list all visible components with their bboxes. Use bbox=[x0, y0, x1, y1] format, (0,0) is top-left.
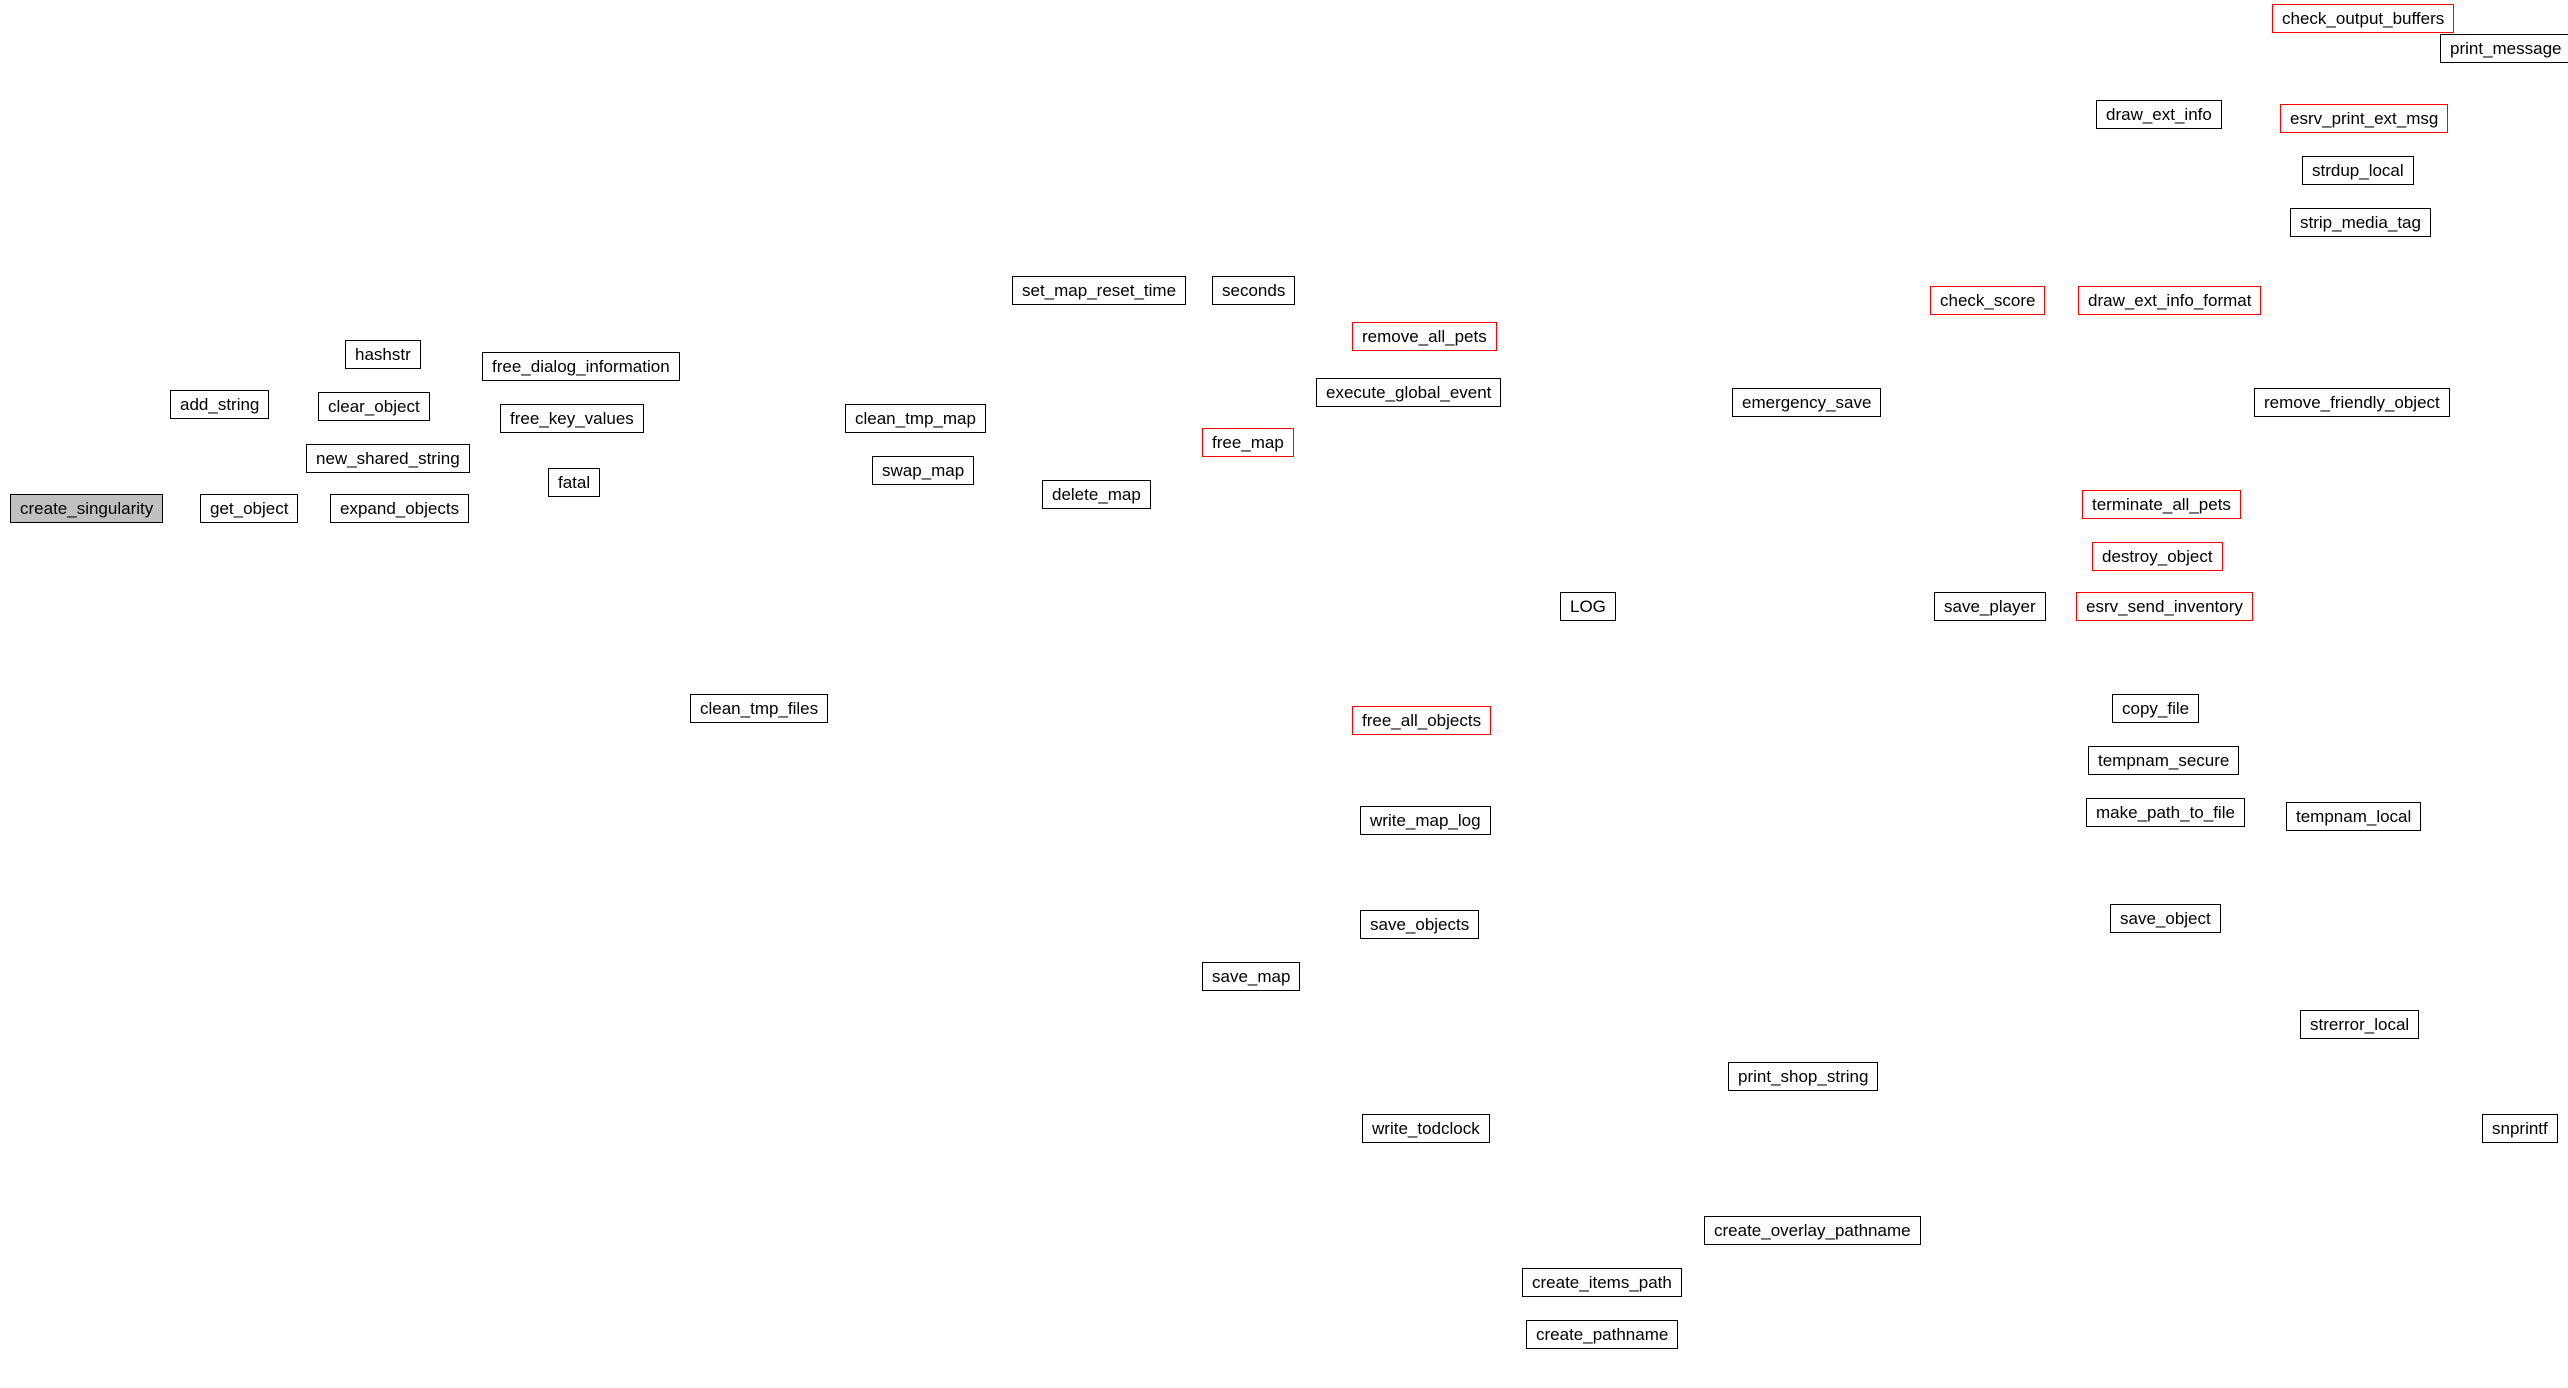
node-terminate_all_pets[interactable]: terminate_all_pets bbox=[2082, 490, 2241, 520]
node-hashstr[interactable]: hashstr bbox=[345, 340, 421, 370]
node-LOG[interactable]: LOG bbox=[1560, 592, 1616, 622]
node-free_map[interactable]: free_map bbox=[1202, 428, 1294, 458]
node-print_shop_string[interactable]: print_shop_string bbox=[1728, 1062, 1879, 1092]
node-save_objects[interactable]: save_objects bbox=[1360, 910, 1480, 940]
node-free_all_objects[interactable]: free_all_objects bbox=[1352, 706, 1492, 736]
node-seconds[interactable]: seconds bbox=[1212, 276, 1296, 306]
node-copy_file[interactable]: copy_file bbox=[2112, 694, 2200, 724]
node-add_string[interactable]: add_string bbox=[170, 390, 270, 420]
node-fatal[interactable]: fatal bbox=[548, 468, 601, 498]
node-tempnam_secure[interactable]: tempnam_secure bbox=[2088, 746, 2240, 776]
node-get_object[interactable]: get_object bbox=[200, 494, 299, 524]
node-remove_all_pets[interactable]: remove_all_pets bbox=[1352, 322, 1497, 352]
node-create_items_path[interactable]: create_items_path bbox=[1522, 1268, 1682, 1298]
node-esrv_send_inventory[interactable]: esrv_send_inventory bbox=[2076, 592, 2253, 622]
node-write_map_log[interactable]: write_map_log bbox=[1360, 806, 1491, 836]
node-strip_media_tag[interactable]: strip_media_tag bbox=[2290, 208, 2431, 238]
node-set_map_reset_time[interactable]: set_map_reset_time bbox=[1012, 276, 1187, 306]
node-expand_objects[interactable]: expand_objects bbox=[330, 494, 470, 524]
node-snprintf[interactable]: snprintf bbox=[2482, 1114, 2558, 1144]
node-free_key_values[interactable]: free_key_values bbox=[500, 404, 644, 434]
node-strdup_local[interactable]: strdup_local bbox=[2302, 156, 2414, 186]
node-save_player[interactable]: save_player bbox=[1934, 592, 2046, 622]
node-esrv_print_ext_msg[interactable]: esrv_print_ext_msg bbox=[2280, 104, 2449, 134]
node-draw_ext_info[interactable]: draw_ext_info bbox=[2096, 100, 2222, 130]
node-write_todclock[interactable]: write_todclock bbox=[1362, 1114, 1490, 1144]
node-make_path_to_file[interactable]: make_path_to_file bbox=[2086, 798, 2245, 828]
node-execute_global_event[interactable]: execute_global_event bbox=[1316, 378, 1502, 408]
node-clean_tmp_map[interactable]: clean_tmp_map bbox=[845, 404, 986, 434]
node-remove_friendly_object[interactable]: remove_friendly_object bbox=[2254, 388, 2450, 418]
node-strerror_local[interactable]: strerror_local bbox=[2300, 1010, 2420, 1040]
node-print_message[interactable]: print_message bbox=[2440, 34, 2568, 64]
node-clear_object[interactable]: clear_object bbox=[318, 392, 430, 422]
node-create_pathname[interactable]: create_pathname bbox=[1526, 1320, 1679, 1350]
node-destroy_object[interactable]: destroy_object bbox=[2092, 542, 2223, 572]
node-swap_map[interactable]: swap_map bbox=[872, 456, 975, 486]
node-draw_ext_info_format[interactable]: draw_ext_info_format bbox=[2078, 286, 2262, 316]
node-clean_tmp_files[interactable]: clean_tmp_files bbox=[690, 694, 829, 724]
node-create_singularity: create_singularity bbox=[10, 494, 164, 524]
node-save_object[interactable]: save_object bbox=[2110, 904, 2221, 934]
node-new_shared_string[interactable]: new_shared_string bbox=[306, 444, 470, 474]
node-free_dialog_information[interactable]: free_dialog_information bbox=[482, 352, 680, 382]
node-emergency_save[interactable]: emergency_save bbox=[1732, 388, 1882, 418]
node-delete_map[interactable]: delete_map bbox=[1042, 480, 1151, 510]
node-check_output_buffers[interactable]: check_output_buffers bbox=[2272, 4, 2455, 34]
node-save_map[interactable]: save_map bbox=[1202, 962, 1301, 992]
node-check_score[interactable]: check_score bbox=[1930, 286, 2046, 316]
node-create_overlay_pathname[interactable]: create_overlay_pathname bbox=[1704, 1216, 1921, 1246]
node-tempnam_local[interactable]: tempnam_local bbox=[2286, 802, 2422, 832]
